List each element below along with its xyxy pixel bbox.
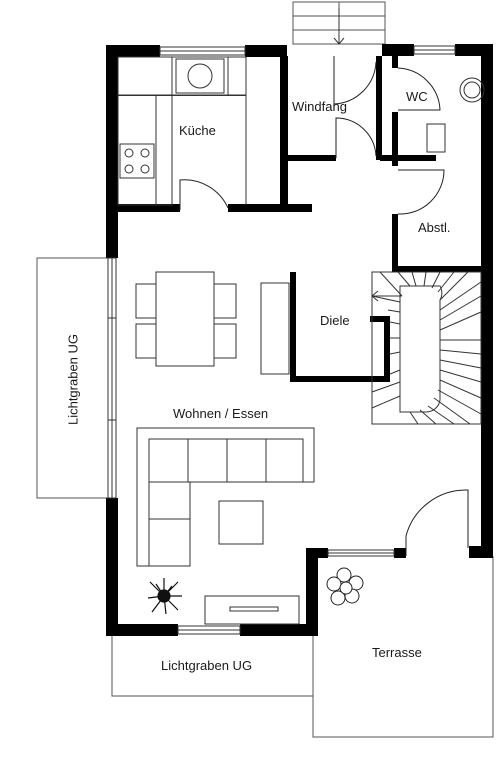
wc-sink-icon bbox=[459, 77, 485, 103]
terrace-plant-icon bbox=[326, 567, 364, 606]
room-label-wohnen-essen: Wohnen / Essen bbox=[173, 406, 269, 421]
dining-table bbox=[155, 271, 215, 367]
room-label-wc: WC bbox=[406, 89, 428, 104]
room-label-abstl: Abstl. bbox=[418, 220, 451, 235]
toilet-icon bbox=[426, 123, 446, 153]
terrasse-outline bbox=[312, 556, 494, 738]
tv-sideboard bbox=[204, 595, 300, 625]
sofa bbox=[136, 427, 315, 567]
stairs-arrow-icon bbox=[371, 290, 402, 302]
room-label-lichtgraben-bottom: Lichtgraben UG bbox=[161, 658, 253, 673]
entrance-arrow-icon bbox=[333, 8, 345, 45]
sink-icon bbox=[175, 58, 225, 94]
lichtgraben-bottom-outline bbox=[111, 636, 313, 697]
room-label-windfang: Windfang bbox=[292, 99, 347, 114]
coffee-table bbox=[218, 500, 264, 545]
doors bbox=[179, 56, 469, 556]
sideboard bbox=[260, 282, 290, 375]
cooktop-icon bbox=[119, 143, 155, 179]
room-label-diele: Diele bbox=[320, 313, 350, 328]
room-label-lichtgraben-side: Lichtgraben UG bbox=[65, 333, 81, 426]
kitchen-counter bbox=[117, 56, 247, 206]
room-label-kueche: Küche bbox=[179, 123, 216, 138]
room-label-terrasse: Terrasse bbox=[372, 645, 422, 660]
plant-icon bbox=[147, 578, 182, 615]
dining-chairs bbox=[135, 283, 237, 359]
windows bbox=[107, 45, 456, 635]
interior-walls bbox=[114, 56, 484, 382]
stairs bbox=[371, 271, 482, 425]
outer-walls bbox=[106, 44, 493, 636]
